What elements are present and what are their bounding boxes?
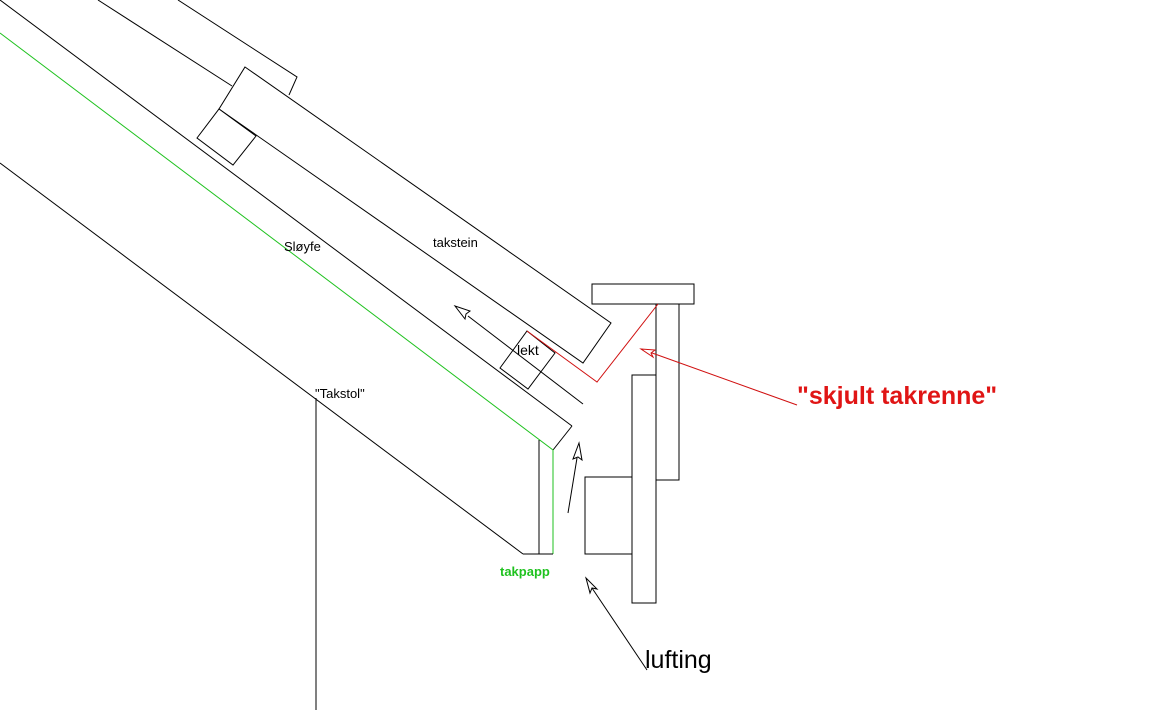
roof-tile-block [218,66,612,364]
arrowhead-icon [572,441,583,462]
label-takpapp: takpapp [500,564,550,579]
lower-batten [499,330,556,390]
fascia-vertical-board [655,303,680,481]
rafter-end-cut [552,425,573,451]
takpapp-line [0,32,554,554]
label-lufting: lufting [645,646,712,674]
label-takstein: takstein [433,235,478,250]
gutter-arrowhead-icon [639,348,657,359]
label-lekt: lekt [517,342,539,358]
takstol [0,162,553,710]
arrowhead-icon [453,305,472,321]
ventilation-arrows [453,305,648,671]
gutter-leader-arrow [640,348,798,406]
arrowhead-icon [585,576,599,595]
upper-roof-tile [97,0,298,96]
label-skjult-takrenne: "skjult takrenne" [797,382,997,410]
front-board [631,374,657,604]
label-sloyfe: Sløyfe [284,239,321,254]
upper-batten [196,108,257,166]
counter-batten-line [0,0,573,427]
label-takstol: "Takstol" [315,386,365,401]
nailer-block [584,476,633,555]
fascia-top-board [591,283,695,305]
hidden-gutter [526,303,659,383]
